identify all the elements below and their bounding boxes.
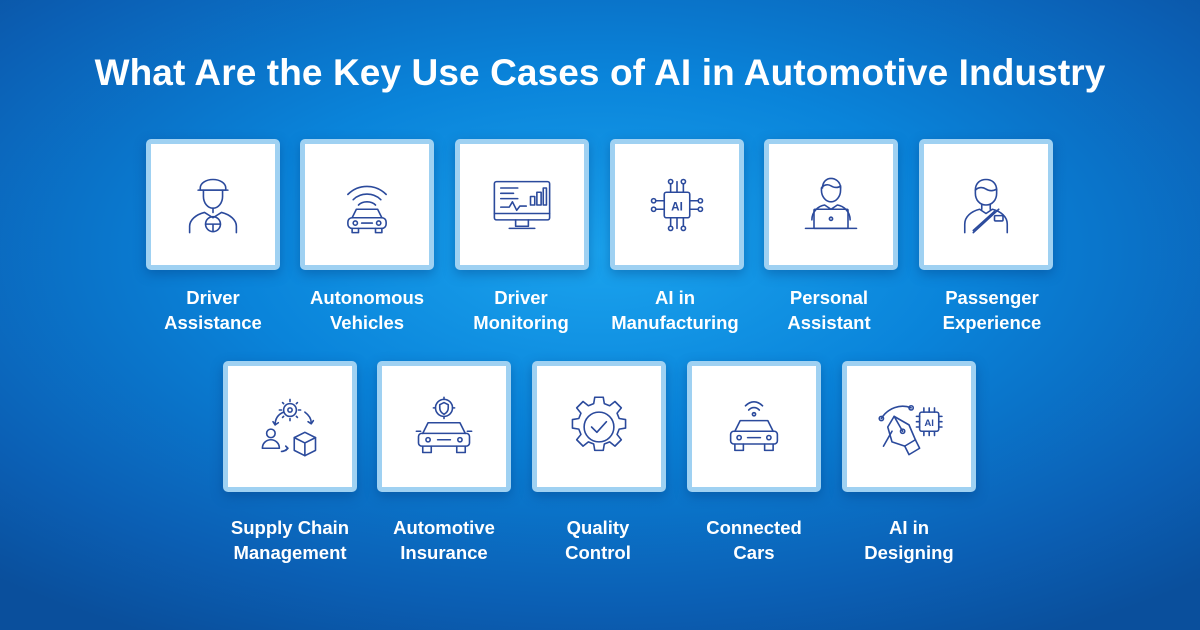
connected-car-icon [720, 393, 788, 461]
page-title: What Are the Key Use Cases of AI in Auto… [94, 52, 1106, 93]
monitor-dashboard-icon [488, 171, 556, 239]
pen-tool-ai-icon: AI [875, 393, 943, 461]
card-quality-control[interactable] [532, 361, 666, 492]
driver-icon [179, 171, 247, 239]
card-connected-cars[interactable] [687, 361, 821, 492]
car-shield-icon [410, 393, 478, 461]
card-ai-designing[interactable]: AI [842, 361, 976, 492]
supply-chain-icon [256, 393, 324, 461]
autonomous-car-icon [333, 171, 401, 239]
svg-text:AI: AI [671, 200, 683, 213]
passenger-seatbelt-icon [952, 171, 1020, 239]
card-passenger-experience[interactable] [919, 139, 1053, 270]
person-laptop-icon [797, 171, 865, 239]
card-driver-assistance[interactable] [146, 139, 280, 270]
gear-check-icon [565, 393, 633, 461]
card-supply-chain[interactable] [223, 361, 357, 492]
ai-chip-icon: AI [643, 171, 711, 239]
card-driver-monitoring[interactable] [455, 139, 589, 270]
card-autonomous-vehicles[interactable] [300, 139, 434, 270]
card-personal-assistant[interactable] [764, 139, 898, 270]
card-automotive-insurance[interactable] [377, 361, 511, 492]
card-ai-manufacturing[interactable]: AI [610, 139, 744, 270]
svg-text:AI: AI [924, 417, 934, 428]
